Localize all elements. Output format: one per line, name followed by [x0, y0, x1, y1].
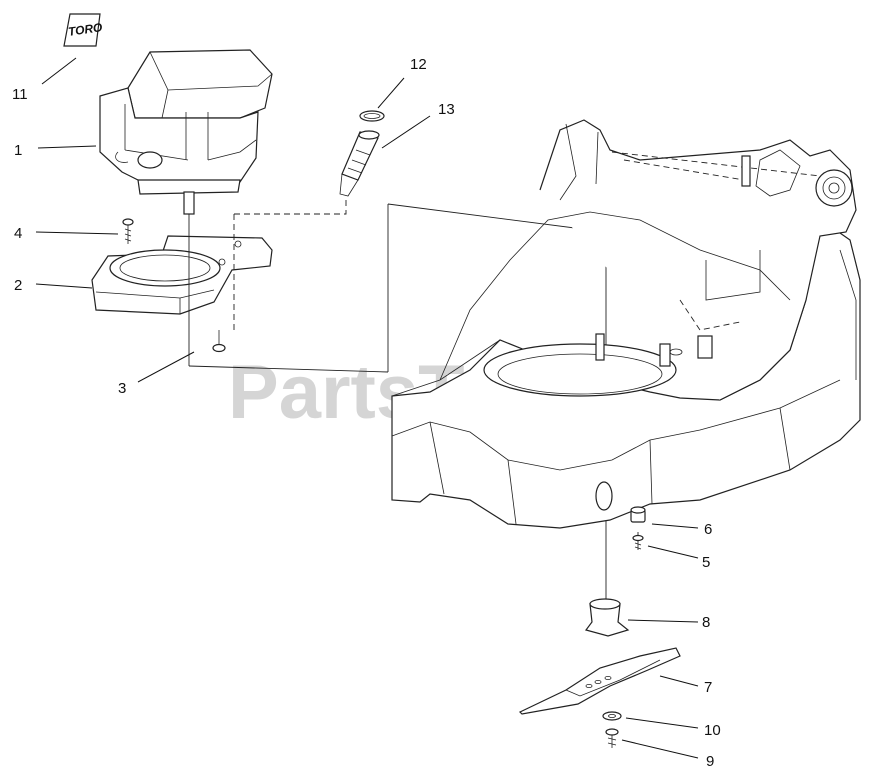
leader-lines [35, 57, 699, 759]
callout-2: 2 [14, 277, 22, 294]
blade-bolt-part-9[interactable] [605, 728, 619, 748]
plunger-part-13[interactable] [339, 130, 380, 197]
callout-7: 7 [704, 679, 712, 696]
callout-9: 9 [706, 753, 714, 770]
blade-part-7[interactable] [518, 647, 681, 715]
screw-part-4[interactable] [122, 218, 134, 244]
callout-6: 6 [704, 521, 712, 538]
mower-deck [391, 119, 861, 529]
screw-part-3[interactable] [212, 330, 226, 353]
callout-4: 4 [14, 225, 22, 242]
washer-part-10[interactable] [602, 711, 622, 721]
motor-part-1[interactable] [99, 49, 273, 215]
callout-5: 5 [702, 554, 710, 571]
callout-12: 12 [410, 56, 427, 73]
decal-part-11[interactable]: TORO [63, 13, 104, 47]
callout-10: 10 [704, 722, 721, 739]
decal-logo-text: TORO [67, 20, 104, 39]
callout-13: 13 [438, 101, 455, 118]
bolt-part-5[interactable] [632, 534, 644, 551]
callout-8: 8 [702, 614, 710, 631]
o-ring-part-12[interactable] [359, 110, 385, 122]
callout-1: 1 [14, 142, 22, 159]
callout-11: 11 [12, 86, 28, 103]
callout-3: 3 [118, 380, 126, 397]
nut-part-6[interactable] [630, 506, 646, 523]
blade-adapter-part-8[interactable] [584, 598, 630, 637]
mount-plate-part-2[interactable] [91, 235, 273, 315]
